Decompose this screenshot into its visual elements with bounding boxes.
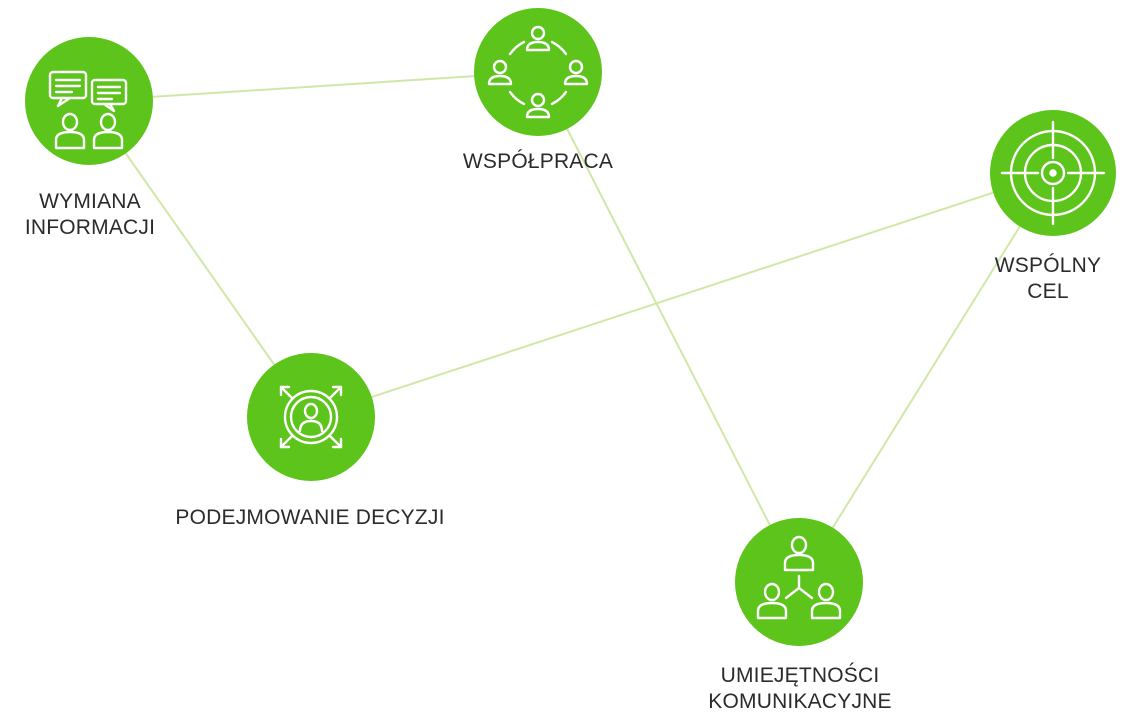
node-wspolpraca [474, 8, 602, 136]
node-wymiana-informacji [25, 37, 153, 165]
label-wymiana-informacji: WYMIANA INFORMACJI [20, 189, 160, 241]
hierarchy-people-icon [756, 535, 842, 620]
label-wspolpraca-line-1: WSPÓŁPRACA [462, 150, 614, 173]
label-umiejetnosci-line-2: KOMUNIKACYJNE [708, 690, 892, 713]
label-wspolny-cel: WSPÓLNY CEL [988, 253, 1108, 305]
node-podejmowanie-decyzji [247, 353, 375, 481]
target-icon [1000, 120, 1106, 226]
edge-wspolpraca-umiejetnosci [537, 71, 800, 583]
edge-decyzje-cel [310, 172, 1054, 418]
label-wspolpraca: WSPÓŁPRACA [448, 149, 628, 175]
edge-wymiana-wspolpraca [88, 71, 539, 102]
label-umiejetnosci-line-1: UMIEJĘTNOŚCI [720, 664, 880, 687]
team-circle-icon [487, 25, 589, 119]
chat-people-icon [48, 70, 128, 150]
node-wspolpraca-circle [474, 8, 602, 136]
node-wspolny-cel [990, 110, 1116, 236]
label-umiejetnosci-komunikacyjne: UMIEJĘTNOŚCI KOMUNIKACYJNE [700, 663, 900, 715]
label-wymiana-line-1: WYMIANA [39, 190, 141, 213]
edge-wymiana-decyzje [88, 100, 312, 418]
label-podejmowanie-decyzji: PODEJMOWANIE DECYZJI [160, 505, 460, 531]
edges-layer [88, 71, 1054, 583]
edge-cel-umiejetnosci [798, 172, 1054, 583]
label-cel-line-1: WSPÓLNY [994, 254, 1102, 277]
node-wymiana-circle [25, 37, 153, 165]
decision-person-icon [279, 385, 343, 449]
label-cel-line-2: CEL [1027, 280, 1069, 303]
label-decyzje-line-1: PODEJMOWANIE DECYZJI [175, 506, 445, 529]
label-wymiana-line-2: INFORMACJI [24, 216, 156, 239]
node-umiejetnosci-komunikacyjne [735, 518, 863, 646]
